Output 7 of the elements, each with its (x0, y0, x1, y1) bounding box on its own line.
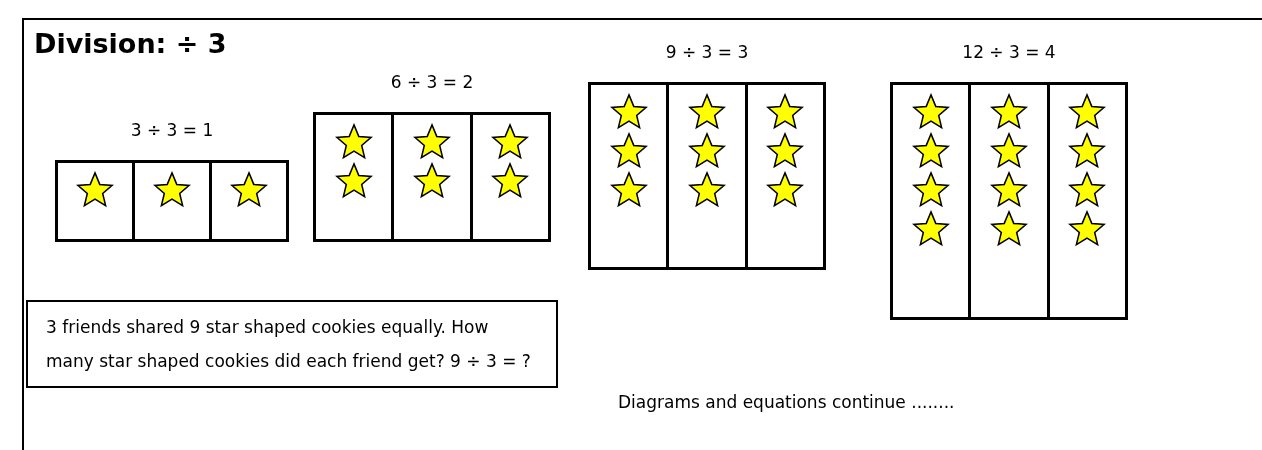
worksheet-title: Division: ÷ 3 (34, 28, 227, 59)
equation-label: 3 ÷ 3 = 1 (129, 120, 215, 140)
word-problem-box: 3 friends shared 9 star shaped cookies equally. How many star shaped cookies did each friend get? 9 ÷ 3 = ? (26, 300, 558, 388)
equation-label: 6 ÷ 3 = 2 (389, 72, 475, 92)
equation-label: 9 ÷ 3 = 3 (664, 42, 750, 62)
note-text: Diagrams and equations continue ........ (618, 392, 955, 412)
equation-label: 12 ÷ 3 = 4 (961, 42, 1057, 62)
